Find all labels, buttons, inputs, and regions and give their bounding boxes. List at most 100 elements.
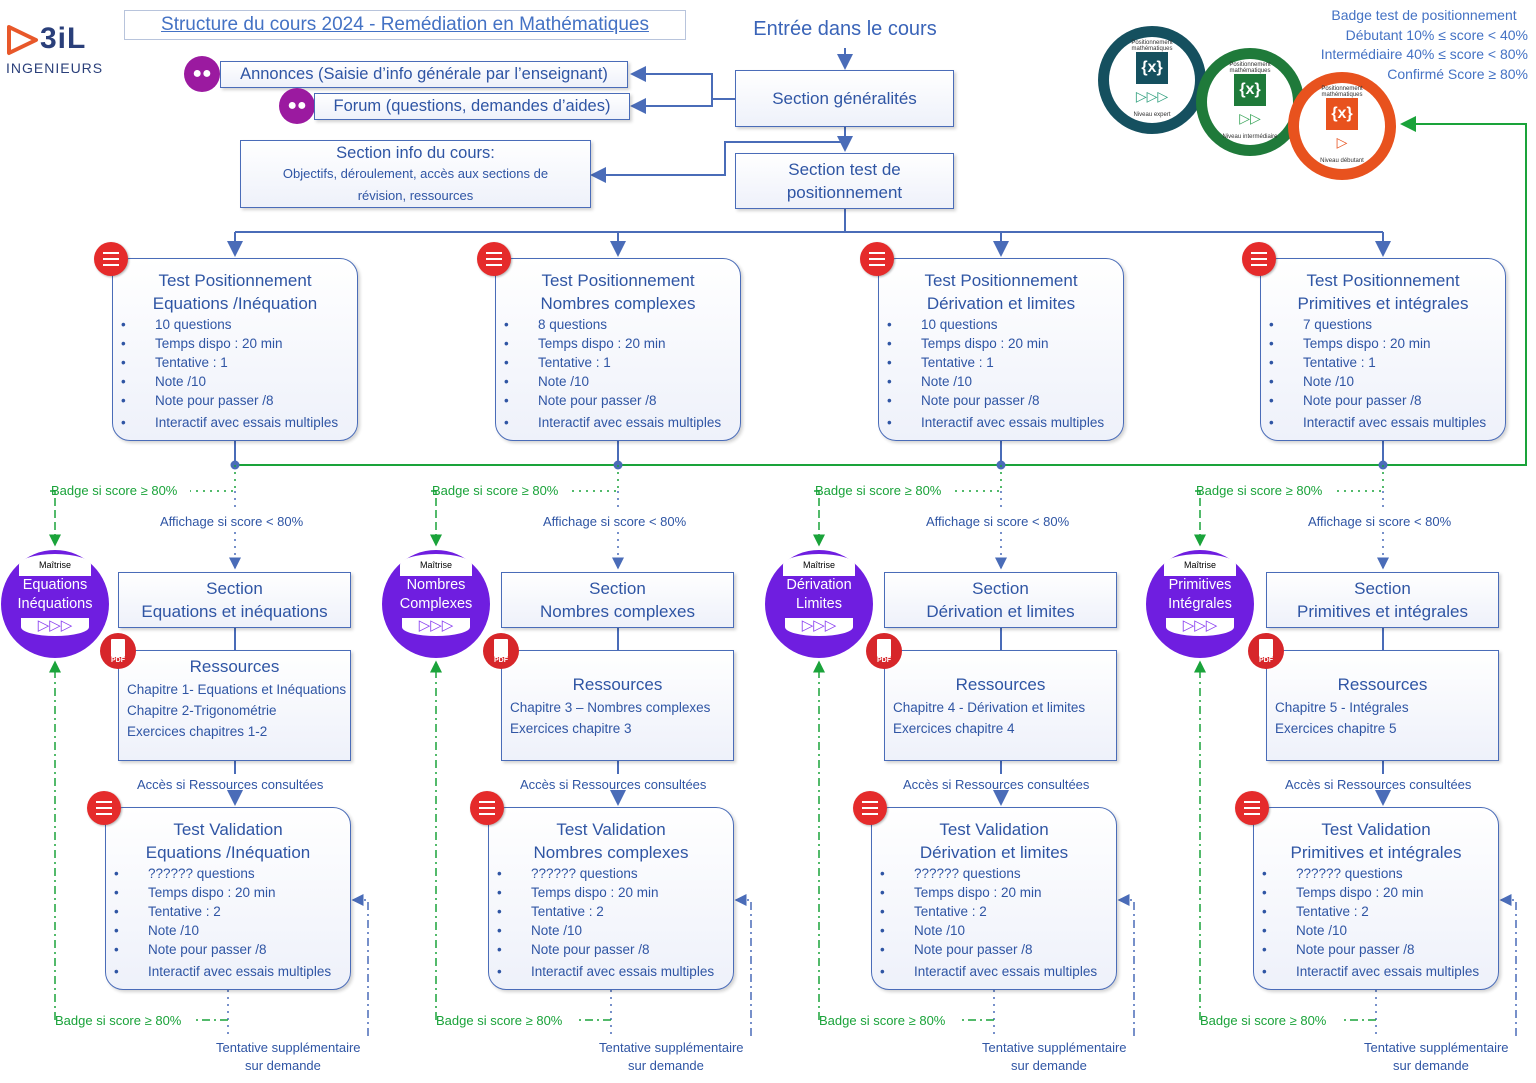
ressource-link[interactable]: Chapitre 5 - Intégrales (1275, 700, 1409, 715)
pdf-icon: PDF (1248, 633, 1284, 669)
section-name: Nombres complexes (540, 602, 695, 621)
badge-condition-label: Badge si score ≥ 80% (436, 1013, 563, 1028)
detail-item: Temps dispo : 20 min (1261, 334, 1505, 353)
ressources-title: Ressources (189, 657, 280, 676)
test-positionnement-title: Test Positionnement (158, 271, 312, 290)
detail-item: Interactif avec essais multiples (113, 413, 357, 432)
entry-label: Entrée dans le cours (753, 18, 937, 40)
annonces-people-icon: ●● (184, 56, 220, 92)
detail-item: Interactif avec essais multiples (1261, 413, 1505, 432)
badge-expert-level: Niveau expert (1133, 112, 1171, 118)
badge-legend-intermediaire: Intermédiaire 40% ≤ score < 80% (1320, 46, 1528, 62)
badge-condition-label: Badge si score ≥ 80% (55, 1013, 182, 1028)
ressource-link[interactable]: Chapitre 2-Trigonométrie (127, 703, 277, 718)
detail-item: Note /10 (872, 921, 1116, 940)
badge-inter-ring-text: Positionnement mathématiques (1229, 62, 1271, 74)
detail-item: Note /10 (879, 372, 1123, 391)
quiz-list-icon (94, 242, 128, 276)
quiz-list-icon (860, 242, 894, 276)
detail-item: Note pour passer /8 (879, 391, 1123, 410)
ressource-link[interactable]: Exercices chapitres 1-2 (127, 724, 268, 739)
section-generalites-label: Section généralités (772, 89, 917, 108)
ressources-title: Ressources (1337, 675, 1428, 694)
detail-item: Temps dispo : 20 min (496, 334, 740, 353)
test-positionnement-details: 10 questionsTemps dispo : 20 minTentativ… (113, 315, 357, 432)
detail-item: Tentative : 2 (489, 902, 733, 921)
detail-item: Tentative : 1 (1261, 353, 1505, 372)
logo-subtitle: INGENIEURS (6, 60, 104, 76)
ressource-link[interactable]: Exercices chapitre 5 (1275, 721, 1397, 736)
formula-icon: {x} (1326, 98, 1358, 130)
play-icons: ▷▷▷ (1166, 618, 1234, 636)
detail-item: 8 questions (496, 315, 740, 334)
detail-item: Temps dispo : 20 min (872, 883, 1116, 902)
badge-legend-confirme: Confirmé Score ≥ 80% (1387, 65, 1528, 82)
annonces-box[interactable]: Annonces (Saisie d’info générale par l’e… (220, 61, 628, 88)
quiz-list-icon (477, 242, 511, 276)
test-validation-details: ?????? questionsTemps dispo : 20 minTent… (106, 864, 350, 981)
quiz-list-icon (1235, 791, 1269, 825)
extra-attempt-label-2: sur demande (245, 1058, 321, 1073)
section-info-cours[interactable]: Section info du cours: Objectifs, déroul… (240, 140, 591, 208)
section-name: Primitives et intégrales (1296, 602, 1468, 621)
formula-icon: {x} (1234, 74, 1266, 106)
ressource-link[interactable]: Chapitre 1- Equations et Inéquations (127, 682, 347, 697)
section-test-positionnement[interactable]: Section test de positionnement (735, 153, 954, 209)
detail-item: Tentative : 1 (879, 353, 1123, 372)
detail-item: Temps dispo : 20 min (106, 883, 350, 902)
detail-item: Interactif avec essais multiples (496, 413, 740, 432)
ressource-link[interactable]: Chapitre 4 - Dérivation et limites (893, 700, 1086, 715)
section-generalites[interactable]: Section généralités (735, 70, 954, 127)
test-positionnement-title: Test Positionnement (541, 271, 695, 290)
test-validation-details: ?????? questionsTemps dispo : 20 minTent… (1254, 864, 1498, 981)
detail-item: Note pour passer /8 (113, 391, 357, 410)
forum-box[interactable]: Forum (questions, demandes d’aides) (314, 93, 630, 120)
badge-expert: Positionnement mathématiques Niveau expe… (1098, 26, 1206, 134)
ressource-link[interactable]: Chapitre 3 – Nombres complexes (510, 700, 711, 715)
pdf-icon: PDF (866, 633, 902, 669)
detail-item: ?????? questions (872, 864, 1116, 883)
badge-expert-ring-text: Positionnement mathématiques (1131, 40, 1173, 52)
detail-item: Tentative : 2 (106, 902, 350, 921)
badge-condition-label: Badge si score ≥ 80% (815, 483, 942, 498)
access-condition-label: Accès si Ressources consultées (520, 777, 707, 792)
pdf-icon: PDF (100, 633, 136, 669)
detail-item: ?????? questions (1254, 864, 1498, 883)
section-label: Section (972, 579, 1029, 598)
detail-item: Note pour passer /8 (1254, 940, 1498, 959)
play-icons: ▷▷▷ (785, 618, 853, 636)
page-title: Structure du cours 2024 - Remédiation en… (124, 10, 686, 40)
test-positionnement-subject: Primitives et intégrales (1297, 294, 1469, 313)
test-validation-subject: Equations /Inéquation (145, 843, 311, 862)
test-validation-subject: Dérivation et limites (919, 843, 1069, 862)
page-title-text: Structure du cours 2024 - Remédiation en… (161, 14, 649, 35)
test-positionnement-title: Test Positionnement (924, 271, 1078, 290)
detail-item: Note pour passer /8 (489, 940, 733, 959)
quiz-list-icon (87, 791, 121, 825)
badge-condition-label: Badge si score ≥ 80% (51, 483, 178, 498)
display-condition-label: Affichage si score < 80% (1308, 514, 1452, 529)
mastery-caption: Maîtrise (19, 554, 91, 576)
ressource-link[interactable]: Exercices chapitre 3 (510, 721, 632, 736)
ressource-link[interactable]: Exercices chapitre 4 (893, 721, 1015, 736)
access-condition-label: Accès si Ressources consultées (903, 777, 1090, 792)
detail-item: Note /10 (489, 921, 733, 940)
